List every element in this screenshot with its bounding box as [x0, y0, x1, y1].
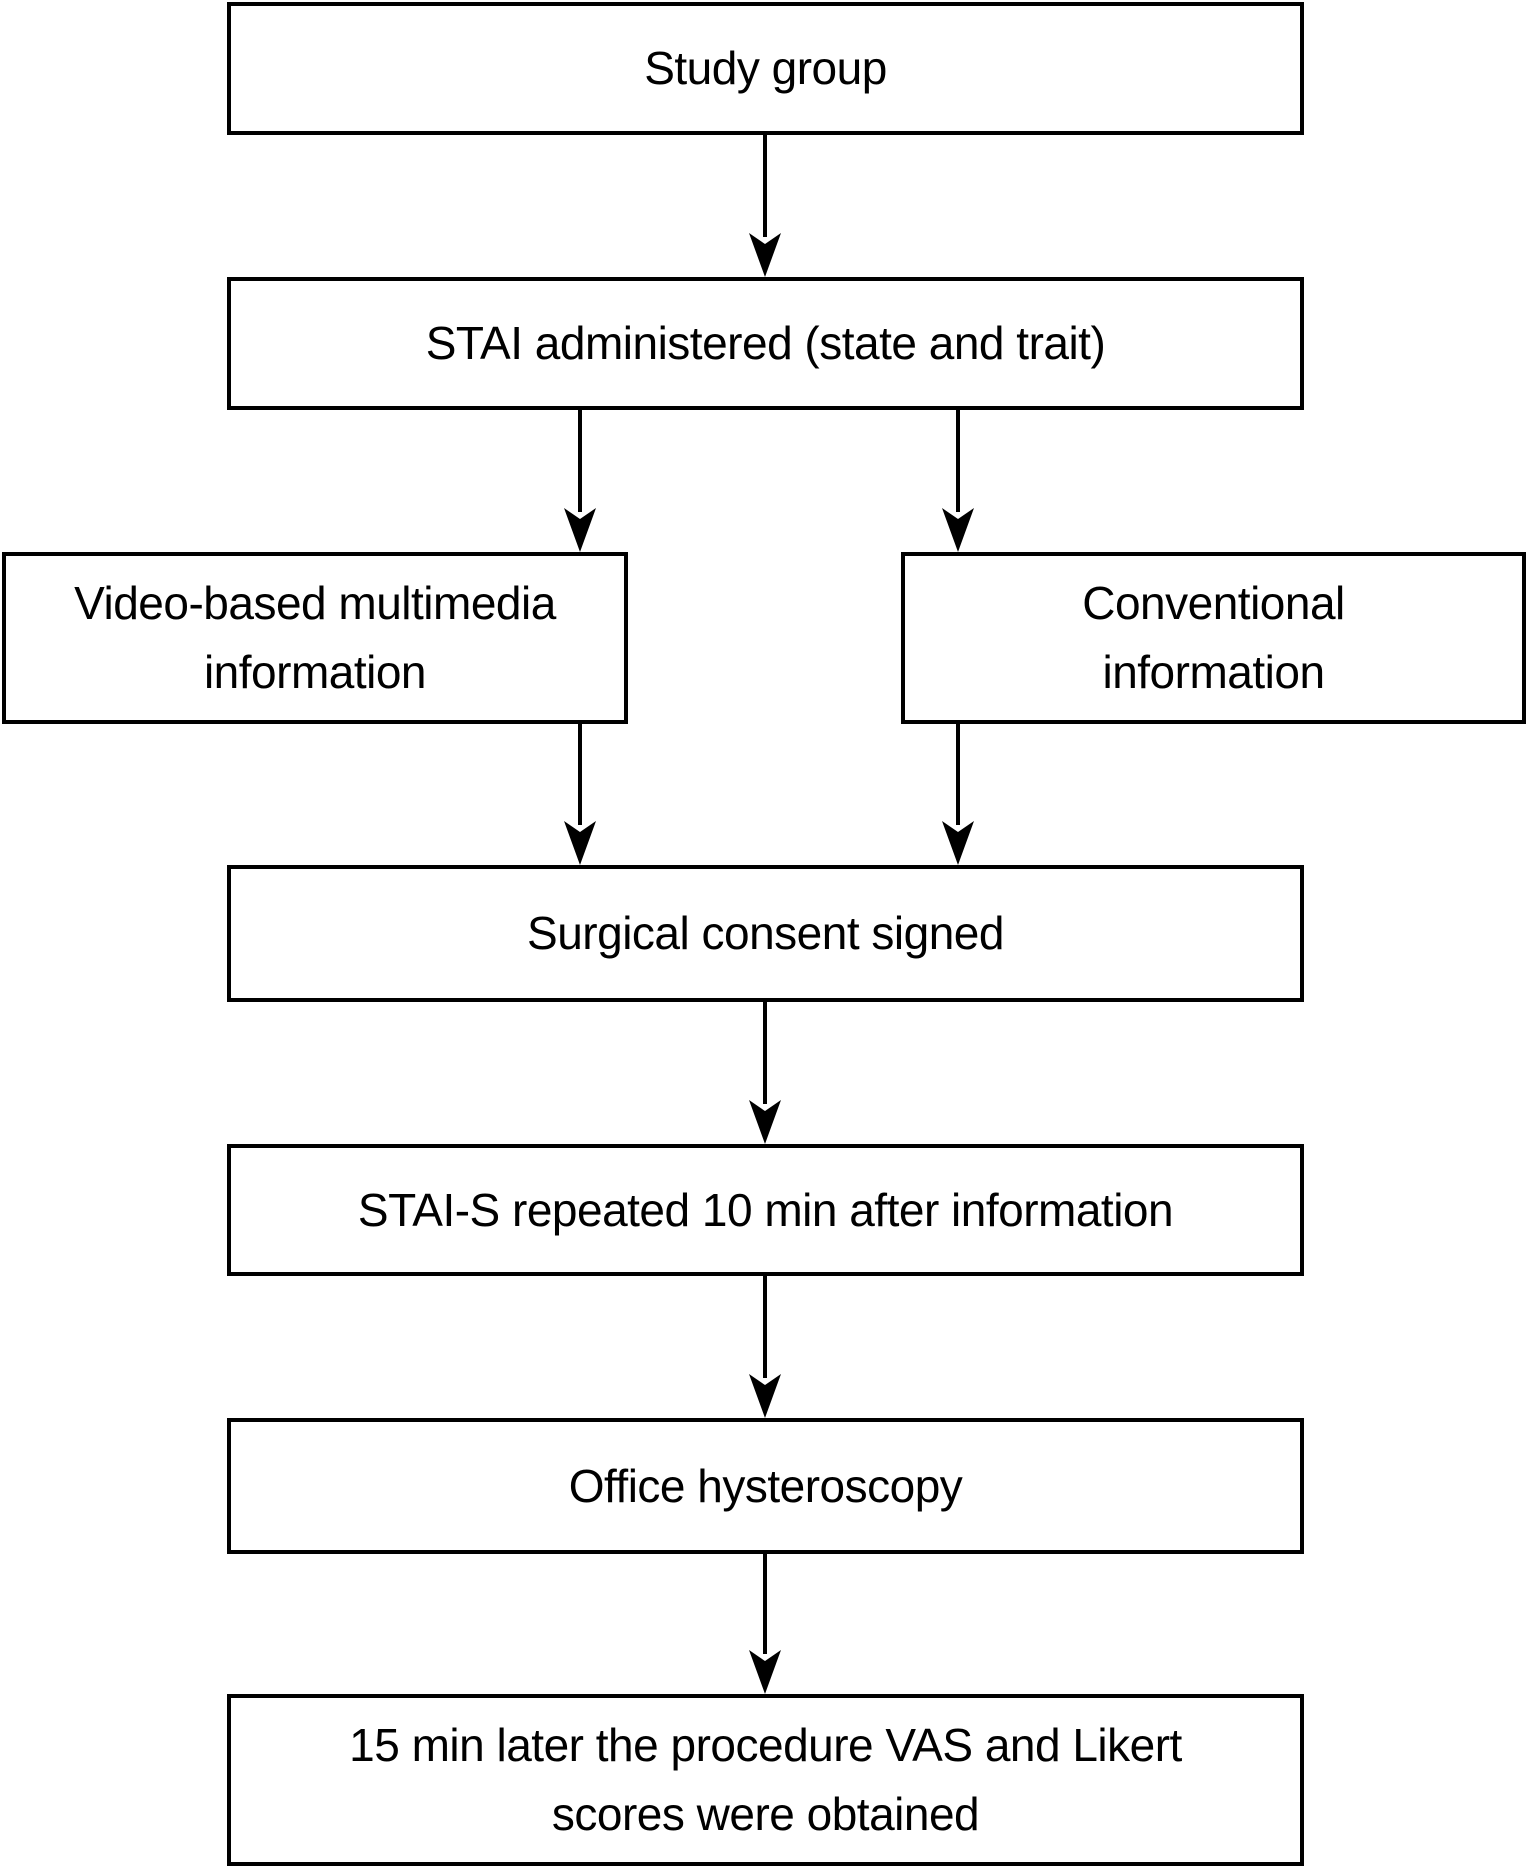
arrowhead-down-icon [749, 1650, 781, 1694]
arrowhead-down-icon [564, 821, 596, 865]
arrowhead-down-icon [942, 821, 974, 865]
arrow-stem [763, 1554, 767, 1654]
arrow-stem [956, 724, 960, 825]
node-surgical-consent-label: Surgical consent signed [527, 907, 1004, 959]
node-scores-obtained: 15 min later the procedure VAS and Liker… [227, 1694, 1304, 1866]
node-video-information: Video-based multimedia information [2, 552, 628, 724]
node-stai-s-repeated-label: STAI-S repeated 10 min after information [357, 1183, 1174, 1236]
arrow-stem [763, 1002, 767, 1104]
node-conventional-information-label: Conventional information [1082, 577, 1345, 698]
node-office-hysteroscopy: Office hysteroscopy [227, 1418, 1304, 1554]
arrow-consent-to-stai-s [748, 1002, 782, 1144]
arrow-stem [763, 1276, 767, 1378]
arrow-stem [763, 135, 767, 237]
node-video-information-label: Video-based multimedia information [74, 577, 556, 698]
node-stai-administered: STAI administered (state and trait) [227, 277, 1304, 410]
arrow-stem [578, 724, 582, 825]
node-conventional-information: Conventional information [901, 552, 1526, 724]
arrowhead-down-icon [749, 1374, 781, 1418]
arrowhead-down-icon [749, 1100, 781, 1144]
node-surgical-consent: Surgical consent signed [227, 865, 1304, 1002]
arrowhead-down-icon [749, 233, 781, 277]
arrowhead-down-icon [942, 508, 974, 552]
node-scores-obtained-label: 15 min later the procedure VAS and Liker… [349, 1719, 1182, 1840]
arrow-stai-s-to-hysteroscopy [748, 1276, 782, 1418]
node-study-group: Study group [227, 2, 1304, 135]
arrow-stem [578, 410, 582, 512]
arrow-hysteroscopy-to-scores [748, 1554, 782, 1694]
node-study-group-label: Study group [644, 42, 887, 94]
arrow-stem [956, 410, 960, 512]
node-office-hysteroscopy-label: Office hysteroscopy [568, 1459, 963, 1512]
arrow-stai-to-video [563, 410, 597, 552]
node-stai-administered-label: STAI administered (state and trait) [425, 317, 1106, 369]
arrow-video-to-consent [563, 724, 597, 865]
node-stai-s-repeated: STAI-S repeated 10 min after information [227, 1144, 1304, 1276]
arrow-conventional-to-consent [941, 724, 975, 865]
arrow-study-to-stai [748, 135, 782, 277]
arrow-stai-to-conventional [941, 410, 975, 552]
arrowhead-down-icon [564, 508, 596, 552]
